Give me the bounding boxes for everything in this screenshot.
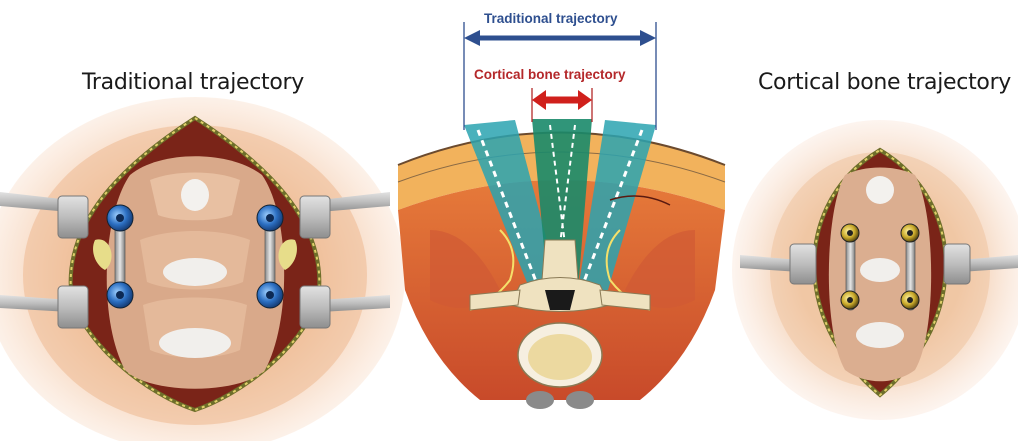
right-panel-title: Cortical bone trajectory <box>758 70 1011 95</box>
traditional-width-arrow <box>464 30 656 46</box>
left-surgical-view <box>0 97 405 441</box>
traditional-trajectory-label: Traditional trajectory <box>484 11 618 26</box>
cortical-trajectory-label: Cortical bone trajectory <box>474 67 626 82</box>
right-surgical-view <box>732 120 1018 420</box>
cortical-width-arrow <box>532 90 592 110</box>
left-panel-title: Traditional trajectory <box>82 70 304 95</box>
